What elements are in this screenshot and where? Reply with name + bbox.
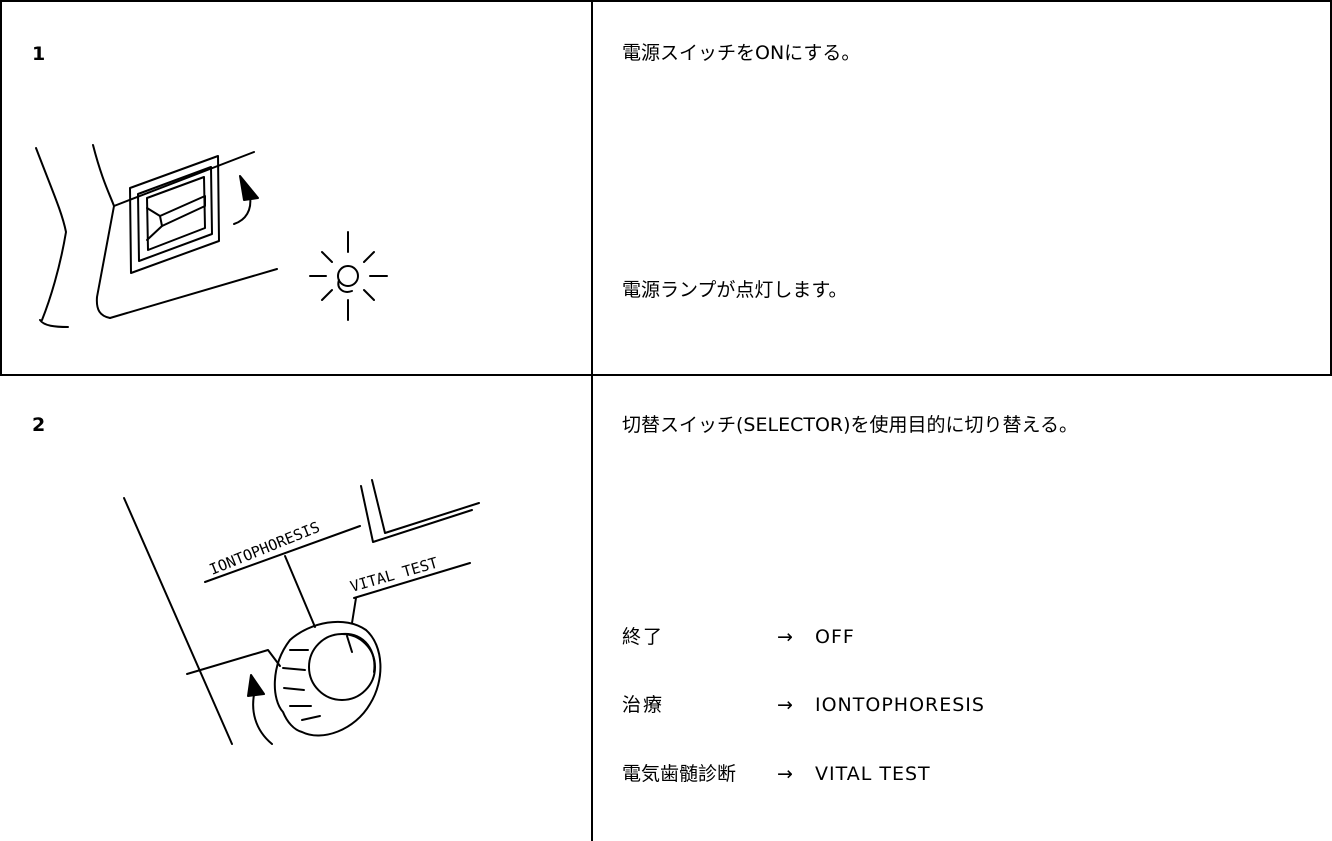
- step-2-instruction: 切替スイッチ(SELECTOR)を使用目的に切り替える。: [622, 414, 1078, 436]
- mode-setting: OFF: [815, 626, 855, 648]
- step-number-2: 2: [32, 414, 46, 436]
- arrow-icon: →: [777, 763, 793, 785]
- row-divider: [0, 374, 1332, 376]
- arrow-icon: →: [777, 626, 793, 648]
- figure-label-vital-test: VITAL TEST: [348, 554, 440, 596]
- column-divider: [591, 0, 593, 841]
- step-1-result: 電源ランプが点灯します。: [622, 279, 848, 301]
- step-1-instruction: 電源スイッチをONにする。: [622, 42, 861, 64]
- figure-label-iontophoresis: IONTOPHORESIS: [207, 518, 323, 579]
- mode-purpose: 電気歯髄診断: [622, 763, 737, 785]
- mode-row-off: 終了 → OFF: [622, 628, 855, 647]
- mode-purpose: 終了: [622, 626, 665, 648]
- step-number-1: 1: [32, 43, 46, 65]
- table-top-border: [0, 0, 1332, 2]
- mode-row-vital-test: 電気歯髄診断 → VITAL TEST: [622, 765, 931, 784]
- mode-setting: IONTOPHORESIS: [815, 694, 985, 716]
- table-left-border: [0, 0, 2, 374]
- table-right-border: [1330, 0, 1332, 374]
- mode-row-iontophoresis: 治療 → IONTOPHORESIS: [622, 696, 985, 715]
- selector-switch-illustration: IONTOPHORESIS VITAL TEST: [123, 479, 480, 745]
- arrow-icon: →: [777, 694, 793, 716]
- mode-setting: VITAL TEST: [815, 763, 931, 785]
- power-switch-illustration: [35, 144, 388, 328]
- mode-purpose: 治療: [622, 694, 665, 716]
